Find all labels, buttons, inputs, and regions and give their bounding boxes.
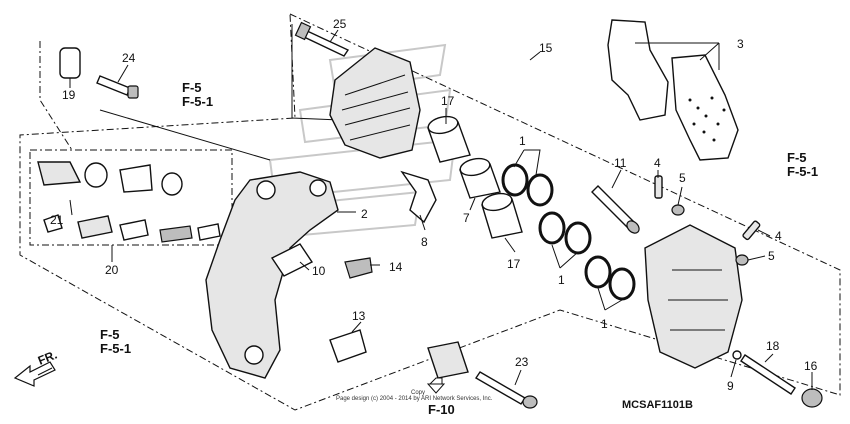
- copyright-line-2: Page design (c) 2004 - 2014 by ARI Netwo…: [336, 396, 493, 402]
- ref-left-bottom-2: F-5-1: [100, 341, 131, 356]
- callout-14: 14: [389, 260, 403, 274]
- callout-3: 3: [737, 37, 744, 51]
- callout-23: 23: [515, 355, 529, 369]
- callout-5-lower: 5: [768, 249, 775, 263]
- pin-18[interactable]: [740, 354, 796, 395]
- callout-7: 7: [463, 211, 470, 225]
- pad-spring-8[interactable]: [400, 170, 437, 224]
- kit-21[interactable]: [37, 161, 183, 196]
- callout-8: 8: [421, 235, 428, 249]
- callout-2: 2: [361, 207, 368, 221]
- callout-20: 20: [105, 263, 119, 277]
- callout-16: 16: [804, 359, 818, 373]
- sleeve-near-23[interactable]: [427, 341, 469, 379]
- boot-14[interactable]: [344, 257, 373, 279]
- callout-25: 25: [333, 17, 347, 31]
- front-direction-label: FR.: [36, 348, 59, 368]
- cap-5-upper[interactable]: [671, 204, 685, 216]
- callout-1-bottom: 1: [601, 317, 608, 331]
- piston-7[interactable]: [459, 156, 501, 199]
- piston-17-lower[interactable]: [481, 191, 523, 239]
- caliper-body-lower[interactable]: [644, 224, 743, 369]
- bolt-25[interactable]: [294, 21, 350, 57]
- f10-arrow: [426, 377, 446, 394]
- seal-rings-1[interactable]: [501, 163, 636, 301]
- ref-bottom: F-10: [428, 402, 455, 417]
- bolt-23[interactable]: [475, 371, 538, 409]
- ref-right-1: F-5: [787, 150, 807, 165]
- bracket-2[interactable]: [205, 171, 339, 379]
- callout-1-mid: 1: [558, 273, 565, 287]
- callout-17-lower: 17: [507, 257, 521, 271]
- pin-11[interactable]: [591, 185, 641, 235]
- cap-5-lower[interactable]: [735, 254, 749, 266]
- callout-9: 9: [727, 379, 734, 393]
- front-direction-arrow: [13, 361, 56, 387]
- callout-5-upper: 5: [679, 171, 686, 185]
- callout-18: 18: [766, 339, 780, 353]
- ref-right-2: F-5-1: [787, 164, 818, 179]
- callout-17-upper: 17: [441, 94, 455, 108]
- callout-10: 10: [312, 264, 326, 278]
- ref-left-top-1: F-5: [182, 80, 202, 95]
- bleeder-4-upper[interactable]: [654, 175, 663, 199]
- ref-left-top-2: F-5-1: [182, 94, 213, 109]
- pin-13[interactable]: [329, 329, 367, 363]
- callout-11: 11: [614, 156, 627, 170]
- retainer-10[interactable]: [270, 243, 314, 277]
- callout-21: 21: [50, 213, 64, 227]
- callout-24: 24: [122, 51, 136, 65]
- callout-19: 19: [62, 88, 76, 102]
- bleeder-4-lower[interactable]: [742, 220, 761, 241]
- brake-pads[interactable]: [607, 19, 739, 161]
- kit-20[interactable]: [43, 214, 221, 243]
- callout-4-upper: 4: [654, 156, 661, 170]
- diagram-code: MCSAF1101B: [622, 399, 693, 411]
- caliper-body-upper[interactable]: [329, 47, 421, 159]
- leader-lines: [69, 29, 813, 390]
- callout-15: 15: [539, 41, 553, 55]
- bolt-24[interactable]: [96, 75, 139, 99]
- piston-17-upper[interactable]: [427, 114, 471, 163]
- callout-13: 13: [352, 309, 366, 323]
- callout-4-lower: 4: [775, 229, 782, 243]
- plug-16[interactable]: [801, 388, 823, 408]
- collar-19[interactable]: [59, 47, 81, 79]
- washer-9[interactable]: [732, 350, 742, 360]
- copyright-line-1: Copy: [411, 390, 425, 396]
- callout-1-top: 1: [519, 134, 526, 148]
- ref-left-bottom-1: F-5: [100, 327, 120, 342]
